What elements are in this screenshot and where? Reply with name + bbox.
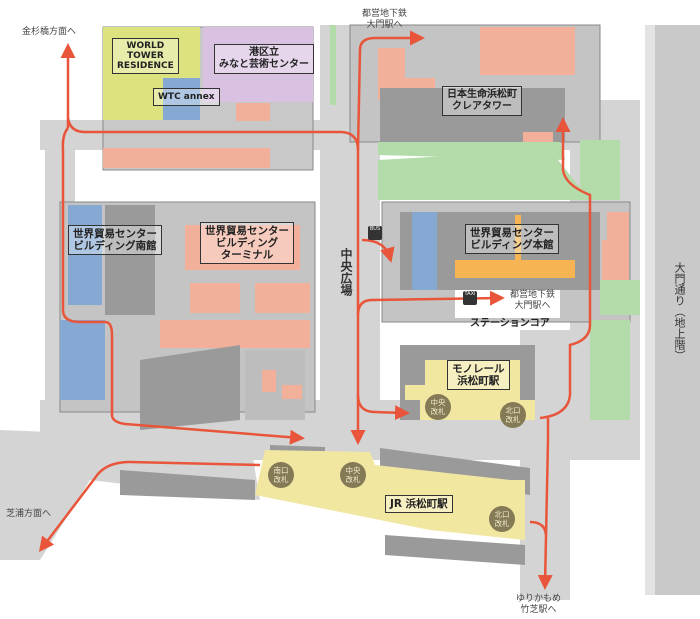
label-station-core: ステーションコア (470, 318, 550, 329)
taxi-icon: TAXI (463, 291, 477, 305)
gate-jr-south[interactable]: 南口 改札 (268, 462, 294, 488)
label-wtc-south: 世界貿易センター ビルディング南館 (68, 225, 162, 255)
label-monorail-station: モノレール 浜松町駅 (447, 360, 510, 390)
wtc-south-blue (68, 205, 102, 305)
label-jr-station: JR 浜松町駅 (385, 495, 453, 513)
direction-toei-daimon-top[interactable]: 都営地下鉄 大門駅へ (362, 9, 408, 30)
bus-icon: BUS (368, 226, 382, 240)
label-wtc-terminal: 世界貿易センター ビルディング ターミナル (200, 222, 294, 264)
walking-routes (38, 30, 592, 590)
label-world-tower-residence: WORLD TOWER RESIDENCE (112, 38, 179, 74)
wtc-annex-area (163, 78, 200, 120)
wtc-main-orange (455, 260, 575, 278)
direction-yurikamome[interactable]: ゆりかもめ 竹芝駅へ (516, 594, 562, 615)
gate-jr-central[interactable]: 中央 改札 (340, 462, 366, 488)
gate-jr-north[interactable]: 北口 改札 (489, 506, 515, 532)
label-wtc-main: 世界貿易センター ビルディング本館 (465, 224, 559, 254)
minato-art-center-area (203, 27, 313, 102)
direction-toei-daimon-mid[interactable]: 都営地下鉄 大門駅へ (510, 290, 556, 311)
daimon-street-road (645, 25, 655, 595)
daimon-street-label: 大門通り（地上階） (673, 262, 686, 361)
wtc-main-blue (412, 212, 437, 290)
label-minato-art-center: 港区立 みなと芸術センター (214, 44, 314, 74)
label-wtc-annex: WTC annex (153, 88, 220, 106)
central-plaza-label: 中央広場 (339, 248, 353, 296)
gate-monorail-north[interactable]: 北口 改札 (500, 402, 526, 428)
direction-shibaura[interactable]: 芝浦方面へ (6, 509, 52, 519)
label-clair-tower: 日本生命浜松町 クレアタワー (442, 86, 522, 116)
park (378, 150, 590, 200)
gate-monorail-central[interactable]: 中央 改札 (425, 394, 451, 420)
direction-kanasugibashi[interactable]: 金杉橋方面へ (22, 27, 77, 37)
